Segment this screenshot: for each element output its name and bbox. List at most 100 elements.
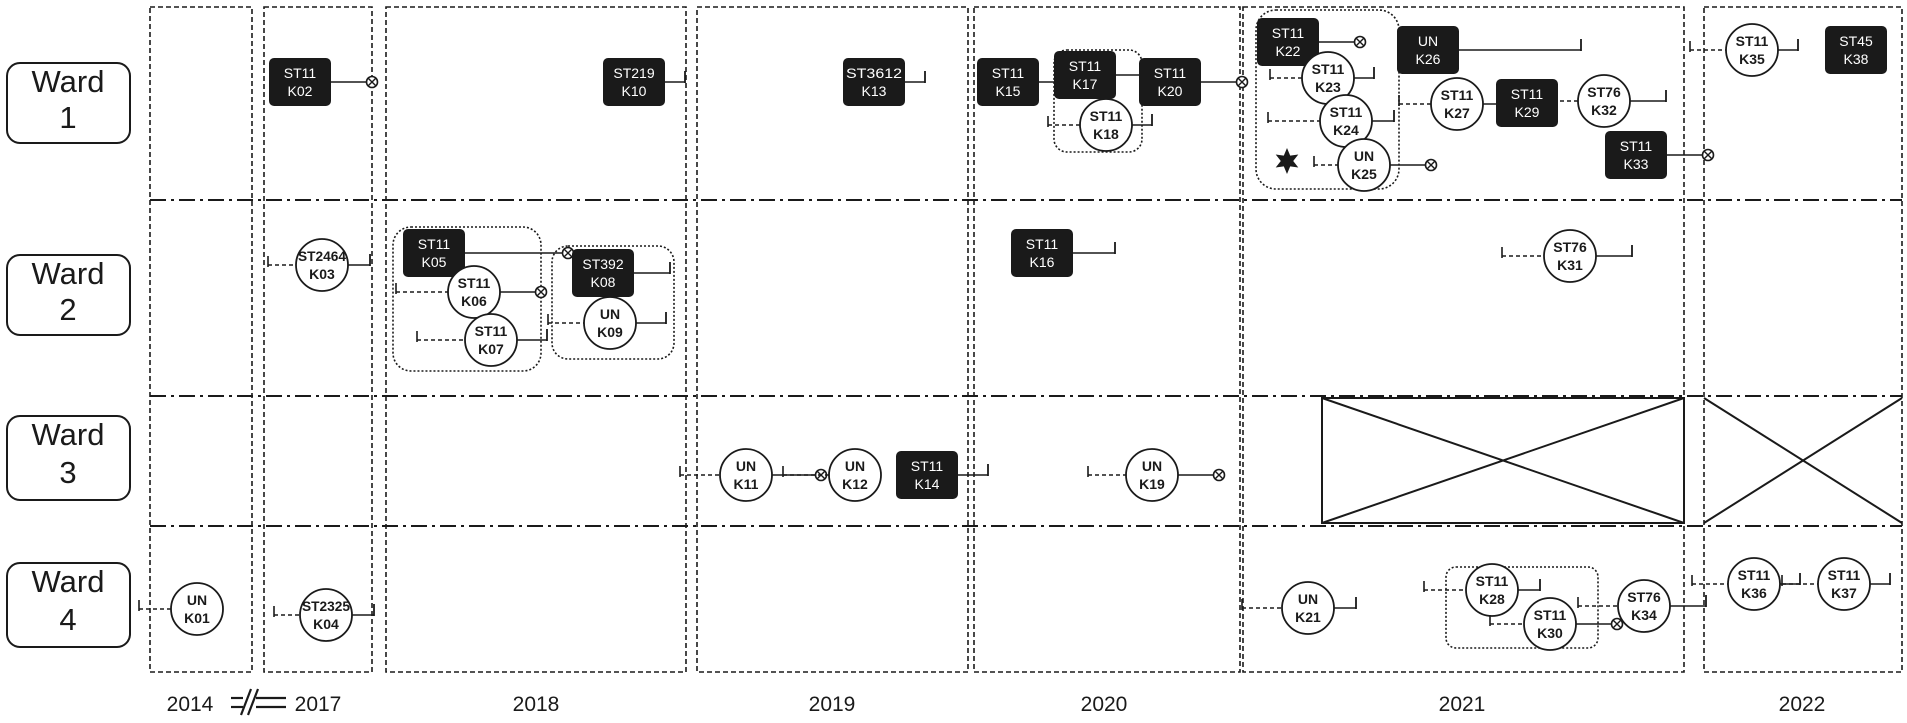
ward-label-3-line2: 3 bbox=[59, 455, 76, 490]
marker-cross-b bbox=[367, 77, 377, 87]
isolate-box bbox=[1054, 51, 1116, 99]
year-label-2018: 2018 bbox=[513, 693, 560, 716]
isolate-type: ST11 bbox=[1026, 236, 1059, 252]
isolate-type: ST11 bbox=[1330, 104, 1363, 120]
isolate-type: ST11 bbox=[1476, 573, 1509, 589]
isolate-box bbox=[603, 58, 665, 106]
isolate-type: UN bbox=[187, 592, 207, 608]
isolate-id: K01 bbox=[184, 610, 210, 626]
frame-2020 bbox=[973, 6, 1241, 673]
ward-label-2-line2: 2 bbox=[59, 292, 76, 327]
isolate-k25: UN K25 bbox=[1313, 138, 1438, 192]
isolate-k01: UN K01 bbox=[138, 582, 224, 636]
isolate-id: K21 bbox=[1295, 609, 1321, 625]
isolate-circle bbox=[1543, 229, 1597, 283]
isolate-circle bbox=[1725, 23, 1779, 77]
isolate-id: K33 bbox=[1624, 156, 1649, 172]
isolate-circle bbox=[1617, 579, 1671, 633]
frame-2018 bbox=[385, 6, 687, 673]
frame-2019 bbox=[696, 6, 969, 673]
isolate-type: UN bbox=[600, 306, 620, 322]
isolate-circle bbox=[447, 265, 501, 319]
year-frames bbox=[149, 6, 1903, 673]
isolate-id: K36 bbox=[1741, 585, 1767, 601]
isolate-id: K07 bbox=[478, 341, 504, 357]
isolate-box bbox=[403, 229, 465, 277]
isolate-type: ST11 bbox=[458, 275, 491, 291]
isolate-box bbox=[1496, 79, 1558, 127]
isolate-type: ST11 bbox=[418, 236, 451, 252]
isolate-id: K10 bbox=[622, 83, 647, 99]
isolate-id: K08 bbox=[591, 274, 616, 290]
isolate-circle bbox=[1465, 563, 1519, 617]
isolate-type: ST2325 bbox=[302, 598, 350, 614]
isolate-id: K15 bbox=[996, 83, 1021, 99]
isolate-type: ST76 bbox=[1553, 239, 1587, 255]
isolate-type: UN bbox=[1142, 458, 1162, 474]
cluster-2018-B bbox=[551, 245, 675, 360]
isolate-type: ST11 bbox=[1312, 61, 1345, 77]
isolate-circle bbox=[1079, 98, 1133, 152]
isolate-id: K25 bbox=[1351, 166, 1377, 182]
isolate-id: K31 bbox=[1557, 257, 1583, 273]
isolate-box bbox=[1605, 131, 1667, 179]
isolate-circle bbox=[1523, 597, 1577, 651]
ward-separators bbox=[150, 199, 1902, 527]
isolate-circle bbox=[464, 313, 518, 367]
marker-cross-b bbox=[563, 248, 573, 258]
isolate-type: UN bbox=[1354, 148, 1374, 164]
isolate-type: ST11 bbox=[1069, 58, 1102, 74]
isolate-type: ST11 bbox=[475, 323, 508, 339]
isolate-id: K26 bbox=[1416, 51, 1441, 67]
isolate-id: K29 bbox=[1515, 104, 1540, 120]
isolate-id: K13 bbox=[862, 83, 887, 99]
isolate-id: K37 bbox=[1831, 585, 1857, 601]
marker-cross-b bbox=[1355, 37, 1365, 47]
isolate-box bbox=[1139, 58, 1201, 106]
isolate-circle bbox=[1337, 138, 1391, 192]
isolate-type: UN bbox=[845, 458, 865, 474]
isolate-circle bbox=[299, 588, 353, 642]
isolate-k26: UN K26 bbox=[1397, 26, 1582, 74]
isolate-type: ST11 bbox=[1511, 86, 1544, 102]
isolate-id: K35 bbox=[1739, 51, 1765, 67]
isolate-circle bbox=[295, 238, 349, 292]
isolate-box bbox=[1011, 229, 1073, 277]
isolate-box bbox=[269, 58, 331, 106]
frame-2022 bbox=[1703, 6, 1903, 673]
crossed-cell-ward3-2021 bbox=[1321, 397, 1685, 524]
isolate-type: ST11 bbox=[1090, 108, 1123, 124]
isolate-box bbox=[1825, 26, 1887, 74]
year-label-2020: 2020 bbox=[1081, 693, 1128, 716]
ward-label-2-line1: Ward bbox=[32, 256, 105, 291]
marker-cross-b bbox=[1612, 619, 1622, 629]
isolate-id: K34 bbox=[1631, 607, 1657, 623]
year-axis: 2014 2017 2018 2019 2020 2021 2022 =//= bbox=[167, 688, 1826, 716]
isolate-type: ST219 bbox=[613, 65, 654, 81]
year-label-2022: 2022 bbox=[1779, 693, 1826, 716]
isolate-id: K14 bbox=[915, 476, 940, 492]
isolate-type: ST392 bbox=[582, 256, 623, 272]
isolate-box bbox=[896, 451, 958, 499]
ward-label-1-line2: 1 bbox=[59, 100, 76, 135]
isolate-type: ST11 bbox=[992, 65, 1025, 81]
isolate-type: ST2464 bbox=[298, 248, 346, 264]
isolate-circle bbox=[1125, 448, 1179, 502]
frame-2021 bbox=[1242, 6, 1685, 673]
isolate-type: UN bbox=[1418, 33, 1438, 49]
isolate-circle bbox=[1430, 77, 1484, 131]
